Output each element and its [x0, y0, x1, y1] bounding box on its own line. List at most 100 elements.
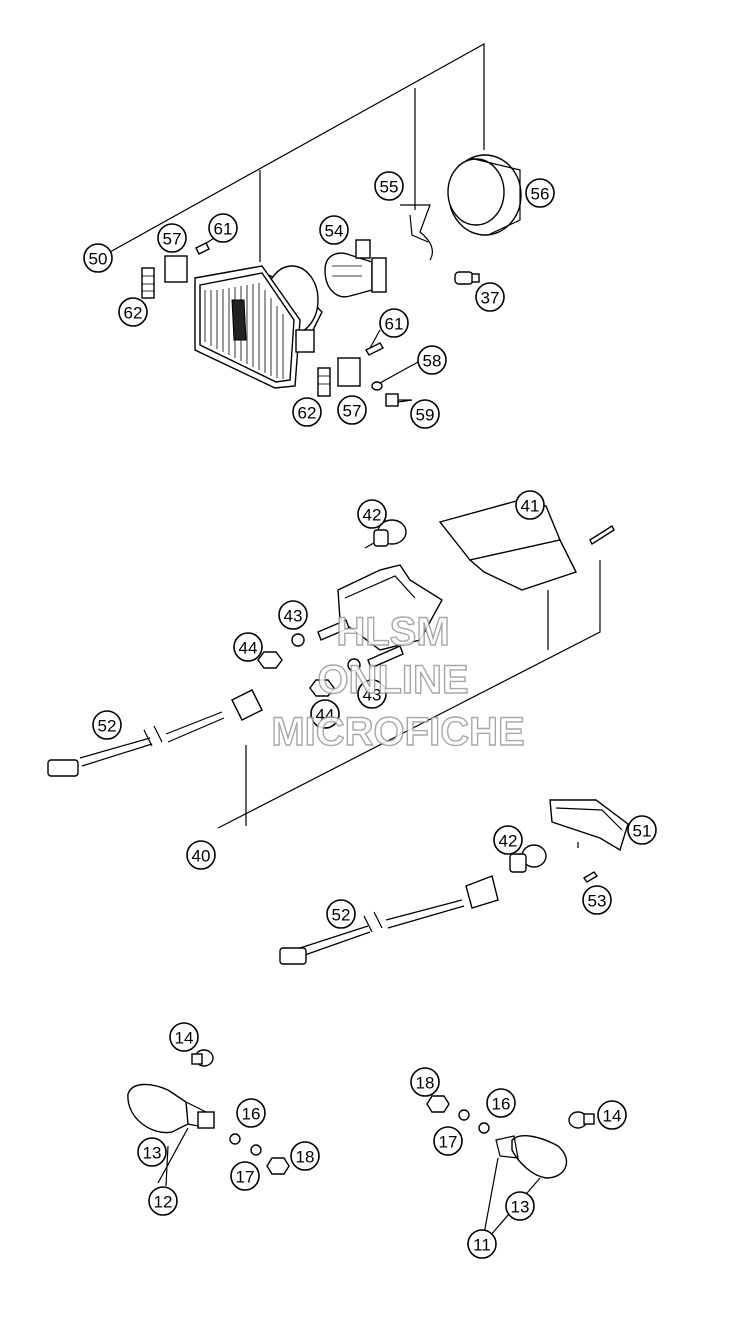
callout-label: 14 [603, 1107, 622, 1126]
callout-label: 56 [531, 185, 550, 204]
callout-11: 11 [467, 1229, 497, 1259]
callout-62: 62 [292, 397, 322, 427]
tail-light-lens [438, 499, 577, 591]
callout-label: 62 [298, 404, 317, 423]
callout-42: 42 [357, 499, 387, 529]
callout-40: 40 [186, 840, 216, 870]
callout-label: 59 [416, 406, 435, 425]
watermark: HLSM ONLINE MICROFICHE [271, 609, 526, 754]
tail-light-housing [337, 564, 443, 651]
parking-bulb [454, 271, 480, 285]
callout-41: 41 [515, 490, 545, 520]
callout-label: 16 [242, 1105, 261, 1124]
callout-label: 40 [192, 847, 211, 866]
callout-18: 18 [290, 1141, 320, 1171]
callout-43: 43 [357, 679, 387, 709]
callout-13: 13 [137, 1137, 167, 1167]
callout-44: 44 [233, 632, 263, 662]
callout-12: 12 [148, 1186, 178, 1216]
callout-17: 17 [433, 1126, 463, 1156]
callout-16: 16 [236, 1098, 266, 1128]
tail-light-assembly [47, 499, 615, 829]
callout-37: 37 [475, 282, 505, 312]
headlight-bulb [324, 239, 387, 298]
callout-label: 18 [416, 1074, 435, 1093]
callout-18: 18 [410, 1067, 440, 1097]
tail-light-bulb [373, 519, 407, 547]
callout-label: 12 [154, 1193, 173, 1212]
callout-57: 57 [337, 395, 367, 425]
headlight-clip-upper [141, 242, 210, 299]
callout-52: 52 [326, 899, 356, 929]
callout-label: 57 [343, 402, 362, 421]
callout-62: 62 [118, 297, 148, 327]
callout-label: 52 [98, 717, 117, 736]
callout-label: 42 [363, 506, 382, 525]
tail-light-studs [257, 619, 404, 697]
callout-label: 43 [363, 686, 382, 705]
watermark-line-2: ONLINE [317, 658, 468, 702]
license-lamp-wiring [279, 875, 499, 965]
callout-label: 55 [380, 178, 399, 197]
callout-59: 59 [410, 399, 440, 429]
callout-label: 41 [521, 497, 540, 516]
callout-53: 53 [582, 885, 612, 915]
headlight-rubber-ring [447, 154, 522, 236]
part-callouts: 50 57 61 62 54 55 56 37 61 58 62 57 59 42 41 43 44 43 44 52… [83, 171, 657, 1259]
license-plate-light-assembly [279, 799, 629, 965]
turn-signal-right [426, 1095, 595, 1237]
callout-50: 50 [83, 243, 113, 273]
callout-14: 14 [169, 1022, 199, 1052]
callout-label: 14 [175, 1029, 194, 1048]
callout-label: 57 [163, 230, 182, 249]
callout-61: 61 [379, 308, 409, 338]
headlight-housing [194, 265, 323, 389]
callout-52: 52 [92, 710, 122, 740]
callout-label: 62 [124, 304, 143, 323]
callout-label: 61 [385, 315, 404, 334]
callout-label: 13 [511, 1198, 530, 1217]
callout-label: 43 [284, 607, 303, 626]
callout-61: 61 [208, 213, 238, 243]
turn-signal-left [127, 1049, 290, 1187]
callout-label: 50 [89, 250, 108, 269]
callout-44: 44 [310, 699, 340, 729]
callout-label: 51 [633, 822, 652, 841]
callout-label: 61 [214, 220, 233, 239]
callout-label: 17 [236, 1168, 255, 1187]
headlight-assembly [109, 42, 522, 407]
license-lamp-screw [582, 871, 599, 883]
callout-58: 58 [417, 345, 447, 375]
callout-17: 17 [230, 1161, 260, 1191]
license-lamp-bulb [509, 844, 547, 873]
bulb-retaining-spring [400, 204, 433, 261]
callout-label: 52 [332, 906, 351, 925]
callout-label: 53 [588, 892, 607, 911]
headlight-clip-lower [317, 342, 412, 407]
callout-54: 54 [319, 215, 349, 245]
callout-label: 44 [239, 639, 258, 658]
callout-label: 16 [492, 1095, 511, 1114]
callout-16: 16 [486, 1088, 516, 1118]
license-lamp-housing [549, 799, 629, 852]
callout-label: 17 [439, 1133, 458, 1152]
callout-label: 44 [316, 706, 335, 725]
callout-13: 13 [505, 1191, 535, 1221]
callout-label: 11 [473, 1236, 491, 1255]
callout-55: 55 [374, 171, 404, 201]
callout-label: 37 [481, 289, 500, 308]
watermark-line-1: HLSM [336, 610, 449, 654]
callout-51: 51 [627, 815, 657, 845]
tail-light-screw [589, 524, 615, 546]
callout-56: 56 [525, 178, 555, 208]
callout-43: 43 [278, 600, 308, 630]
callout-label: 54 [325, 222, 344, 241]
tail-light-wiring [47, 689, 263, 777]
watermark-line-3: MICROFICHE [271, 710, 524, 754]
callout-label: 18 [296, 1148, 315, 1167]
callout-14: 14 [597, 1100, 627, 1130]
callout-label: 42 [499, 832, 518, 851]
callout-57: 57 [157, 223, 187, 253]
callout-42: 42 [493, 825, 523, 855]
